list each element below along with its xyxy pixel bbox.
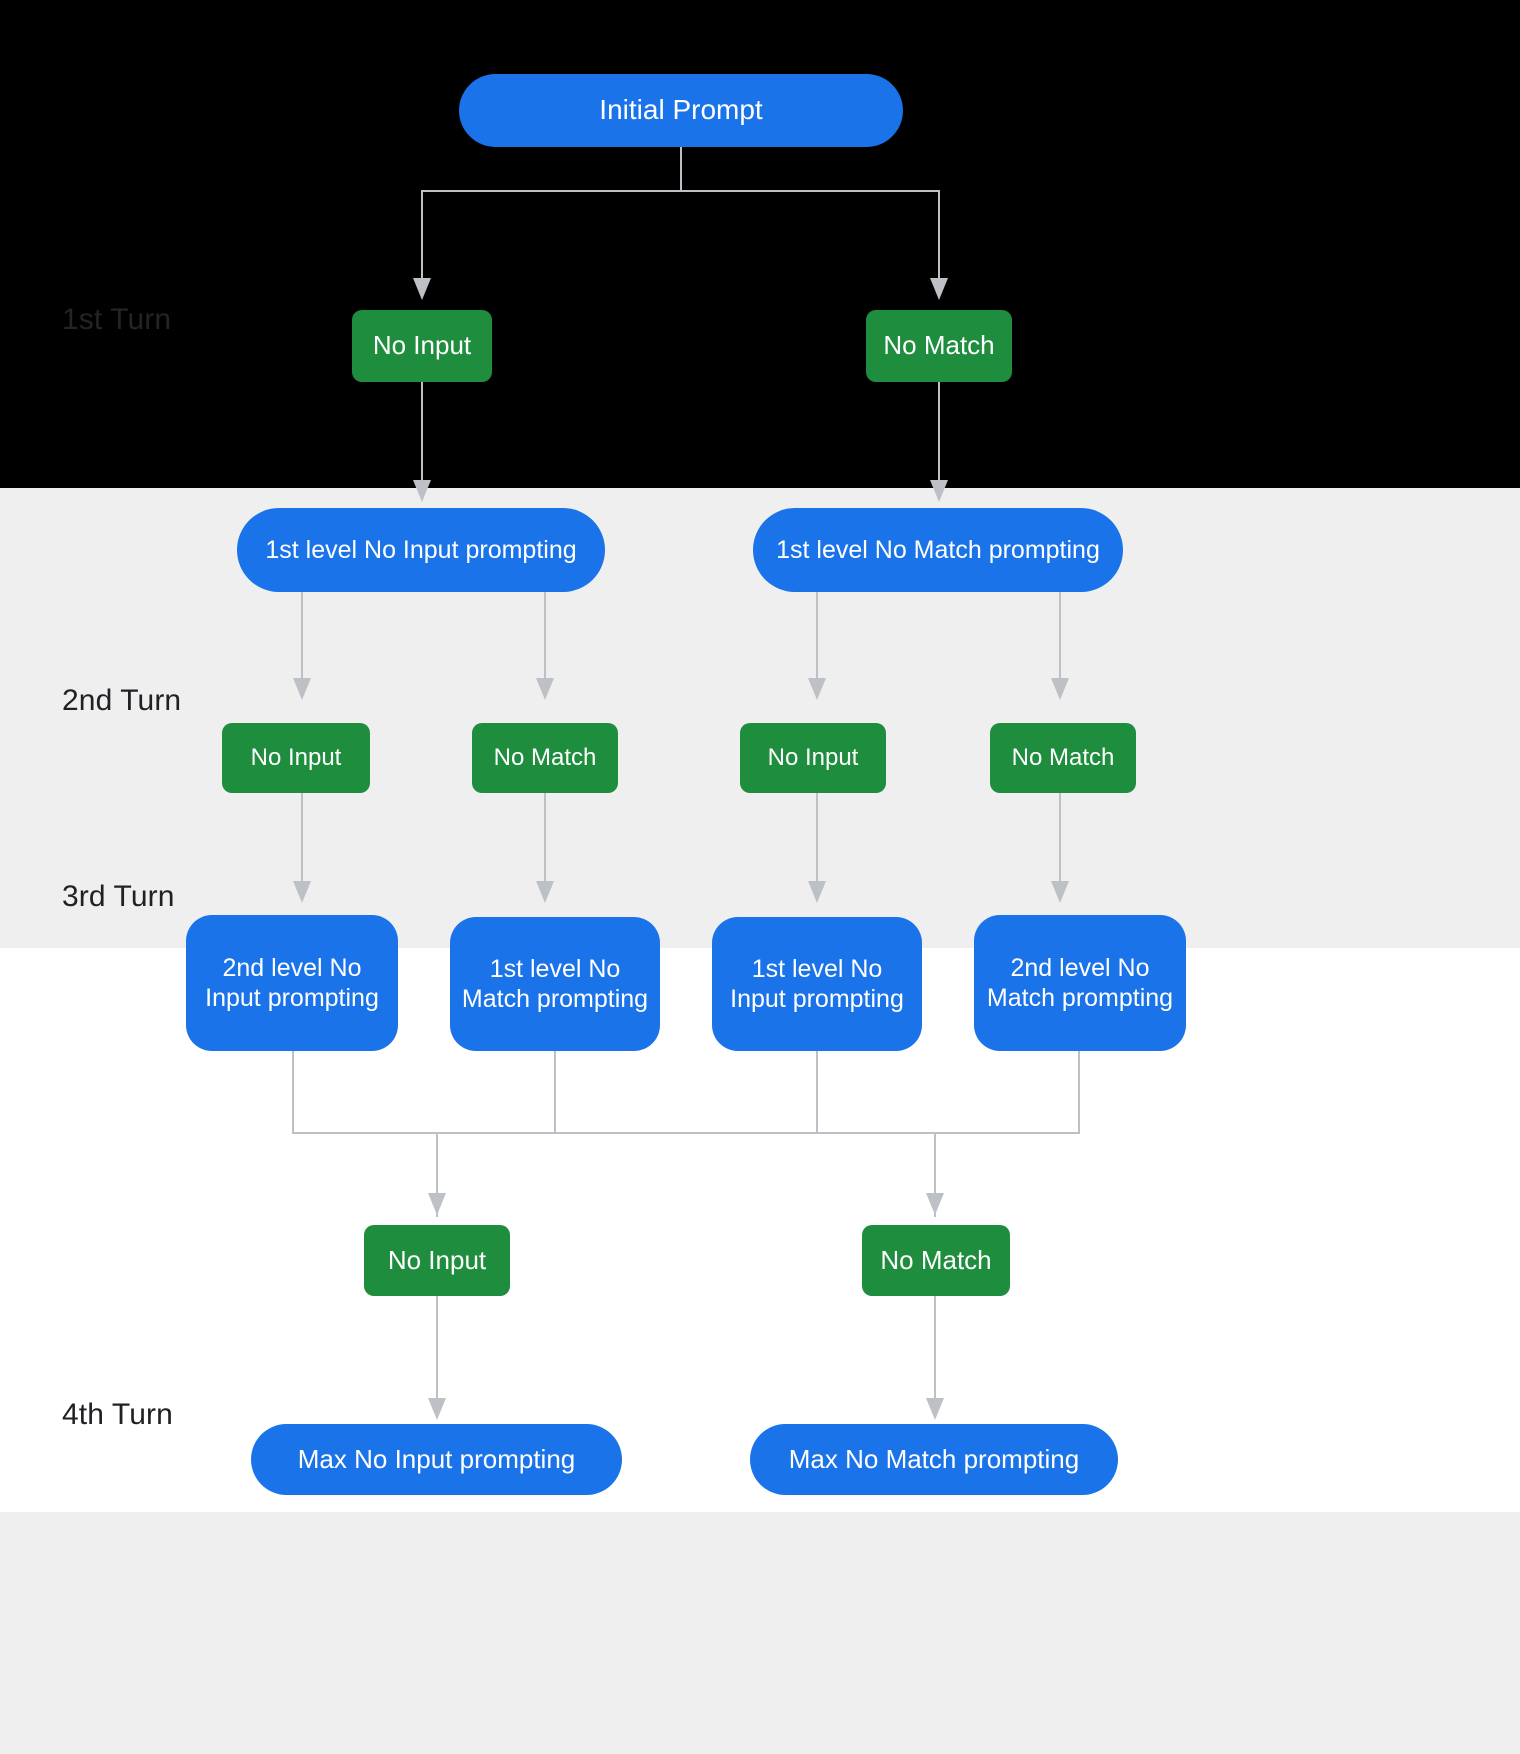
node-label: No Input <box>767 744 859 772</box>
arrowhead-noinput-b-to-t3 <box>808 881 826 903</box>
node-t4-max-no-match-prompting[interactable]: Max No Match prompting <box>750 1424 1118 1495</box>
edge-no-match-to-max <box>934 1296 936 1406</box>
edge-initial-bus <box>422 190 940 192</box>
node-t1-no-match[interactable]: No Match <box>866 310 1012 382</box>
edge-merge-bus <box>292 1132 1080 1134</box>
edge-t2nm-to-nomatch-b <box>1059 590 1061 680</box>
node-t1-no-input[interactable]: No Input <box>352 310 492 382</box>
edge-nomatch-a-to-t3 <box>544 793 546 883</box>
node-label: 1st level No Input prompting <box>265 535 577 564</box>
edge-noinput-a-to-t3 <box>301 793 303 883</box>
arrowhead-t2nm-to-noinput-b <box>808 678 826 700</box>
edge-t2nm-to-noinput-b <box>816 590 818 680</box>
arrowhead-no-input-to-max <box>428 1398 446 1420</box>
turn-label-3rd: 3rd Turn <box>62 880 175 913</box>
node-t3-no-match[interactable]: No Match <box>862 1225 1010 1296</box>
arrowhead-bus-to-no-match <box>926 1193 944 1215</box>
edge-t3-1stnomatch-down <box>554 1042 556 1134</box>
edge-initial-to-no-input <box>421 190 423 280</box>
arrowhead-t2nm-to-nomatch-b <box>1051 678 1069 700</box>
turn-label-2nd: 2nd Turn <box>62 684 182 717</box>
node-label: 2nd level No Input prompting <box>205 953 379 1013</box>
node-label: Initial Prompt <box>599 94 763 126</box>
node-label: No Match <box>883 330 995 361</box>
node-label: No Match <box>1011 744 1115 772</box>
node-t3-1st-level-no-match-prompting[interactable]: 1st level No Match prompting <box>450 917 660 1051</box>
edge-t2in-to-nomatch-a <box>544 590 546 680</box>
turn-label-1st: 1st Turn <box>62 303 172 336</box>
arrowhead-t1-no-match-down <box>930 480 948 502</box>
node-label: Max No Input prompting <box>297 1443 576 1474</box>
edge-t1-no-input-down <box>421 382 423 482</box>
edge-t3-2ndnoinput-down <box>292 1044 294 1134</box>
node-label: 1st level No Match prompting <box>776 535 1100 564</box>
node-t3-1st-level-no-input-prompting[interactable]: 1st level No Input prompting <box>712 917 922 1051</box>
node-label: No Match <box>493 744 597 772</box>
node-label: No Match <box>880 1244 992 1275</box>
arrowhead-initial-to-no-input <box>413 278 431 300</box>
node-t3-2nd-level-no-input-prompting[interactable]: 2nd level No Input prompting <box>186 915 398 1051</box>
arrowhead-noinput-a-to-t3 <box>293 881 311 903</box>
edge-t3-1stnoinput-down <box>816 1044 818 1134</box>
turn-band-4 <box>0 1512 1520 1754</box>
edge-initial-to-no-match <box>938 190 940 280</box>
node-initial-prompt[interactable]: Initial Prompt <box>459 74 903 147</box>
node-label: 2nd level No Match prompting <box>986 953 1174 1013</box>
node-t2-no-match-b[interactable]: No Match <box>990 723 1136 793</box>
arrowhead-t2in-to-noinput-a <box>293 678 311 700</box>
arrowhead-bus-to-no-input <box>428 1193 446 1215</box>
arrowhead-t1-no-input-down <box>413 480 431 502</box>
edge-t2in-to-noinput-a <box>301 590 303 680</box>
node-label: Max No Match prompting <box>788 1443 1080 1474</box>
node-t3-no-input[interactable]: No Input <box>364 1225 510 1296</box>
node-t2-no-input-a[interactable]: No Input <box>222 723 370 793</box>
node-t2-1st-level-no-match-prompting[interactable]: 1st level No Match prompting <box>753 508 1123 592</box>
arrowhead-t2in-to-nomatch-a <box>536 678 554 700</box>
node-label: No Input <box>250 744 342 772</box>
edge-bus-to-no-match <box>934 1132 936 1217</box>
edge-t3-2ndnomatch-down <box>1078 1042 1080 1134</box>
edge-bus-to-no-input <box>436 1132 438 1217</box>
node-t4-max-no-input-prompting[interactable]: Max No Input prompting <box>251 1424 622 1495</box>
turn-label-4th: 4th Turn <box>62 1398 173 1431</box>
edge-no-input-to-max <box>436 1296 438 1406</box>
node-label: No Input <box>387 1244 487 1275</box>
node-t3-2nd-level-no-match-prompting[interactable]: 2nd level No Match prompting <box>974 915 1186 1051</box>
node-label: No Input <box>372 330 472 361</box>
arrowhead-no-match-to-max <box>926 1398 944 1420</box>
edge-nomatch-b-to-t3 <box>1059 793 1061 883</box>
edge-initial-stem <box>680 145 682 192</box>
arrowhead-initial-to-no-match <box>930 278 948 300</box>
node-t2-1st-level-no-input-prompting[interactable]: 1st level No Input prompting <box>237 508 605 592</box>
node-t2-no-input-b[interactable]: No Input <box>740 723 886 793</box>
edge-noinput-b-to-t3 <box>816 793 818 883</box>
node-label: 1st level No Input prompting <box>730 954 904 1014</box>
arrowhead-nomatch-b-to-t3 <box>1051 881 1069 903</box>
node-label: 1st level No Match prompting <box>461 954 649 1014</box>
edge-t1-no-match-down <box>938 382 940 482</box>
node-t2-no-match-a[interactable]: No Match <box>472 723 618 793</box>
arrowhead-nomatch-a-to-t3 <box>536 881 554 903</box>
